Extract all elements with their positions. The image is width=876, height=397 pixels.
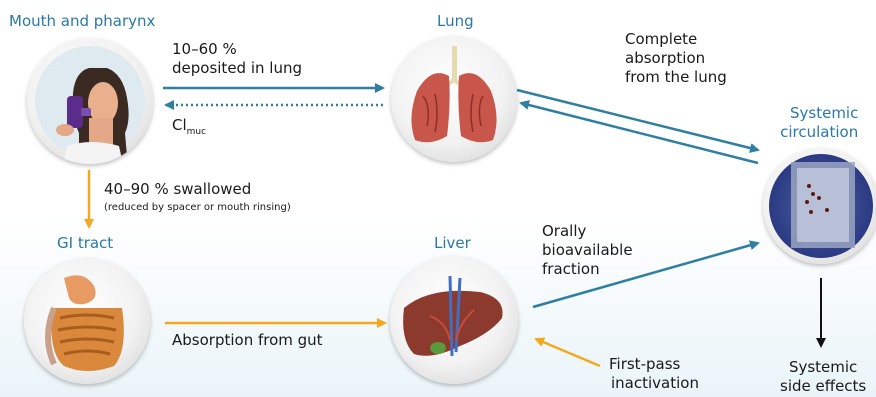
lung-image bbox=[391, 36, 517, 162]
oral-line1: Orally bbox=[542, 222, 633, 241]
deposit-label: 10–60 % deposited in lung bbox=[172, 40, 302, 78]
firstpass-arrow bbox=[536, 339, 600, 366]
clmuc-main: Cl bbox=[172, 116, 187, 134]
lung-to-systemic-arrow bbox=[517, 90, 758, 150]
liver-icon bbox=[390, 256, 518, 384]
inhaler-user-icon bbox=[27, 38, 153, 164]
mouth-pharynx-image bbox=[27, 38, 153, 164]
systemic-to-lung-arrow bbox=[521, 103, 758, 163]
swallowed-label: 40–90 % swallowed bbox=[104, 180, 251, 199]
firstpass-line1: First-pass bbox=[609, 355, 699, 374]
systemic-title-line1: Systemic bbox=[790, 104, 858, 123]
deposit-label-line2: deposited in lung bbox=[172, 59, 302, 78]
side-effects-line2: side effects bbox=[780, 377, 866, 396]
liver-title: Liver bbox=[434, 234, 471, 252]
systemic-circulation-title: Systemic circulation bbox=[790, 104, 858, 142]
gi-tract-image bbox=[24, 258, 150, 384]
lung-title: Lung bbox=[437, 12, 474, 30]
oral-line3: fraction bbox=[542, 260, 633, 279]
mouth-pharynx-title: Mouth and pharynx bbox=[9, 12, 155, 30]
clmuc-label: Clmuc bbox=[172, 116, 206, 142]
complete-line1: Complete bbox=[625, 30, 727, 49]
intestines-icon bbox=[24, 258, 150, 384]
complete-line3: from the lung bbox=[625, 68, 727, 87]
firstpass-line2: inactivation bbox=[611, 374, 699, 393]
oral-bioavailable-label: Orally bioavailable fraction bbox=[542, 222, 633, 279]
complete-line2: absorption bbox=[625, 49, 727, 68]
clmuc-sub: muc bbox=[187, 127, 206, 137]
side-effects-label: Systemic side effects bbox=[780, 358, 866, 396]
blood-sample-icon bbox=[769, 154, 873, 258]
side-effects-line1: Systemic bbox=[780, 358, 866, 377]
lungs-icon bbox=[391, 36, 517, 162]
swallowed-note: (reduced by spacer or mouth rinsing) bbox=[104, 202, 291, 213]
complete-absorption-label: Complete absorption from the lung bbox=[625, 30, 727, 87]
systemic-title-line2: circulation bbox=[780, 123, 858, 142]
systemic-circulation-image bbox=[763, 148, 876, 264]
deposit-label-line1: 10–60 % bbox=[172, 40, 302, 59]
liver-image bbox=[390, 256, 518, 384]
gut-absorption-label: Absorption from gut bbox=[172, 331, 323, 350]
gi-tract-title: GI tract bbox=[57, 234, 113, 252]
firstpass-label: First-pass inactivation bbox=[609, 355, 699, 393]
oral-line2: bioavailable bbox=[542, 241, 633, 260]
